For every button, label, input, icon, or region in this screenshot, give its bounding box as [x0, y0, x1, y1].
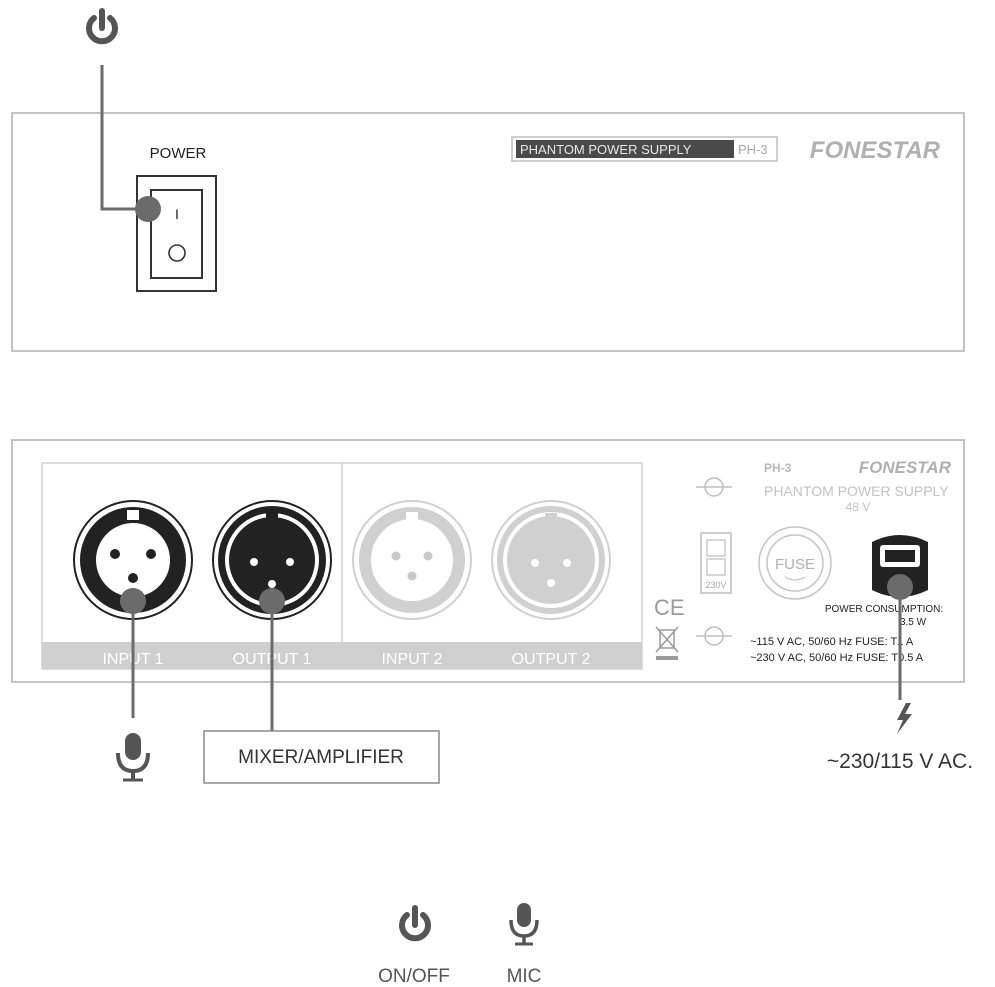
front-panel-outline — [11, 112, 965, 352]
voltage-selector-label: 230V — [705, 580, 726, 590]
screw-symbol-top — [696, 477, 732, 497]
connector-label-strip — [42, 642, 642, 669]
power-consumption-label: POWER CONSUMPTION: — [825, 604, 943, 615]
model-box-model-text: PH-3 — [738, 142, 768, 157]
fuse-holder[interactable]: FUSE — [758, 526, 832, 600]
inlet-callout-dot — [887, 574, 913, 600]
model-box-highlight-bg — [516, 140, 734, 158]
legend-microphone-icon — [509, 903, 539, 946]
front-panel: POWER I PHANTOM POWER SUPPLY PH-3 FONEST… — [11, 8, 965, 352]
legend-mic-label: MIC — [507, 966, 542, 987]
legend-power-icon — [399, 905, 431, 942]
mixer-amplifier-label: MIXER/AMPLIFIER — [238, 747, 404, 768]
spec-line-1: ~115 V AC, 50/60 Hz FUSE: T1 A — [750, 636, 914, 648]
mains-voltage-label: ~230/115 V AC. — [827, 750, 973, 773]
xlr-input-1[interactable] — [73, 500, 193, 620]
xlr-output-1[interactable] — [212, 500, 332, 620]
switch-off-glyph — [168, 244, 186, 262]
model-box-highlight-text: PHANTOM POWER SUPPLY — [520, 142, 692, 157]
ce-mark: CE — [654, 595, 685, 620]
front-model-box: PHANTOM POWER SUPPLY PH-3 — [511, 136, 778, 162]
xlr-output-2[interactable] — [491, 500, 611, 620]
voltage-selector[interactable]: 230V — [700, 532, 732, 594]
power-inlet[interactable] — [872, 535, 928, 597]
microphone-icon — [116, 733, 150, 782]
legend: ON/OFF MIC — [378, 903, 541, 987]
lightning-icon — [897, 703, 912, 734]
rear-panel: INPUT 1 OUTPUT 1 INPUT 2 OUTPUT 2 — [11, 439, 965, 731]
rear-panel-outline — [11, 439, 965, 683]
fuse-label: FUSE — [775, 556, 815, 573]
xlr-input-2[interactable] — [352, 500, 472, 620]
switch-on-glyph: I — [175, 206, 179, 222]
front-brand-logo: FONESTAR — [810, 137, 941, 164]
weee-bin-icon — [655, 626, 679, 660]
mixer-amplifier-box: MIXER/AMPLIFIER — [203, 730, 440, 784]
power-label: POWER — [150, 145, 207, 162]
power-consumption-value: 3.5 W — [900, 617, 927, 628]
power-callout-line — [100, 65, 148, 211]
rear-product-name: PHANTOM POWER SUPPLY — [764, 483, 949, 499]
label-output-2: OUTPUT 2 — [512, 651, 591, 668]
rear-model: PH-3 — [764, 461, 792, 475]
power-callout-dot — [135, 196, 161, 222]
power-icon — [86, 8, 118, 45]
screw-symbol-bottom — [696, 626, 732, 646]
label-input-2: INPUT 2 — [381, 651, 442, 668]
power-switch[interactable]: I — [136, 175, 217, 292]
output-callout-dot — [259, 588, 285, 614]
input-callout-dot — [120, 588, 146, 614]
spec-line-2: ~230 V AC, 50/60 Hz FUSE: T0.5 A — [750, 652, 924, 664]
rear-brand-logo: FONESTAR — [859, 458, 952, 477]
legend-onoff-label: ON/OFF — [378, 966, 450, 987]
rear-voltage: 48 V — [846, 500, 871, 514]
